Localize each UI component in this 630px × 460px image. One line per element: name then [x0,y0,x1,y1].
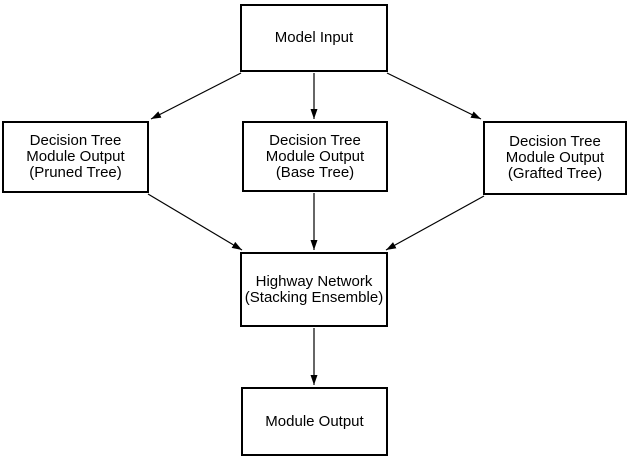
node-decision-tree-pruned-line2: Module Output [26,148,125,165]
node-module-output: Module Output [241,387,388,456]
node-highway-network: Highway Network (Stacking Ensemble) [240,252,388,327]
node-decision-tree-grafted: Decision Tree Module Output (Grafted Tre… [483,121,627,195]
node-decision-tree-base-line1: Decision Tree [269,131,361,149]
node-highway-network-line2: (Stacking Ensemble) [244,288,384,306]
node-decision-tree-pruned: Decision Tree Module Output (Pruned Tree… [2,121,149,193]
node-decision-tree-grafted-line1: Decision Tree [509,133,601,150]
edge-input-to-pruned [150,72,242,120]
node-module-output-label: Module Output [265,412,364,430]
edge-input-to-grafted [386,72,482,120]
node-model-input-label: Model Input [274,29,354,46]
node-decision-tree-pruned-line1: Decision Tree [29,132,122,149]
node-decision-tree-grafted-line2: Module Output [505,149,605,166]
node-decision-tree-base-line3: (Base Tree) [275,163,355,181]
node-decision-tree-base-line2: Module Output [265,147,365,165]
node-highway-network-line1: Highway Network [255,272,373,290]
node-model-input: Model Input [240,4,388,72]
node-decision-tree-base: Decision Tree Module Output (Base Tree) [242,121,388,192]
node-decision-tree-pruned-line3: (Pruned Tree) [29,164,122,181]
edge-pruned-to-highway [147,193,243,251]
node-decision-tree-grafted-line3: (Grafted Tree) [507,165,603,182]
edge-grafted-to-highway [385,195,485,251]
